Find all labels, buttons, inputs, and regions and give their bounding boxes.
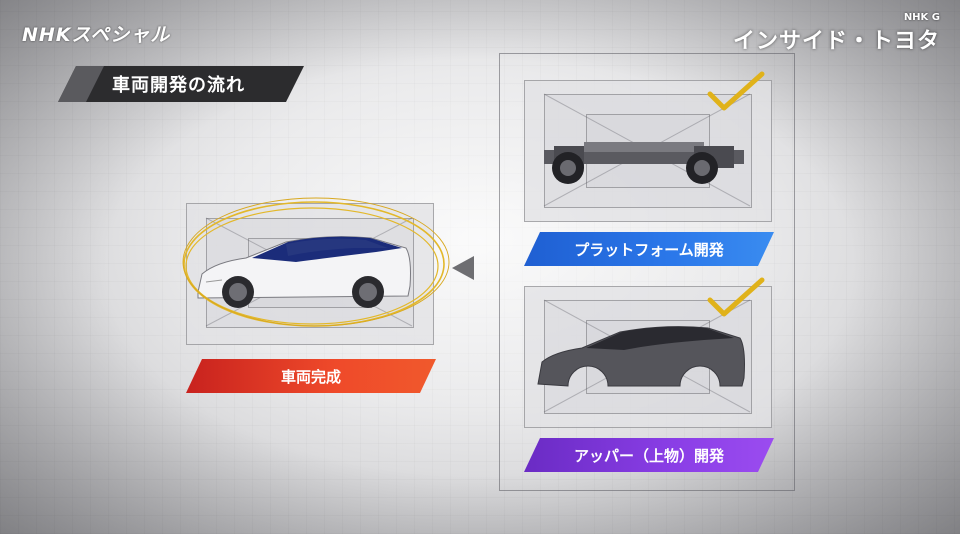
vehicle-complete-label: 車両完成 bbox=[186, 359, 436, 393]
program-title: インサイド・トヨタ bbox=[732, 29, 940, 54]
flow-arrow-left bbox=[452, 256, 474, 280]
nhk-g-mark: NHK G bbox=[903, 12, 940, 23]
vehicle-complete-text: 車両完成 bbox=[280, 367, 341, 386]
upper-dev-text: アッパー（上物）開発 bbox=[573, 446, 724, 465]
complete-car-illustration bbox=[182, 197, 450, 327]
components-frame bbox=[499, 53, 795, 491]
platform-dev-label: プラットフォーム開発 bbox=[524, 232, 774, 266]
nhk-special-logo: NHKスペシャル bbox=[22, 24, 171, 46]
program-logo: NHK G インサイド・トヨタ bbox=[733, 12, 940, 55]
platform-chassis-illustration bbox=[543, 93, 751, 207]
page-title: 車両開発の流れ bbox=[112, 75, 245, 96]
upper-dev-label: アッパー（上物）開発 bbox=[524, 438, 774, 472]
platform-dev-text: プラットフォーム開発 bbox=[574, 240, 724, 259]
upper-body-illustration bbox=[537, 299, 751, 413]
check-icon-upper bbox=[707, 277, 765, 317]
check-icon-platform bbox=[707, 71, 765, 111]
